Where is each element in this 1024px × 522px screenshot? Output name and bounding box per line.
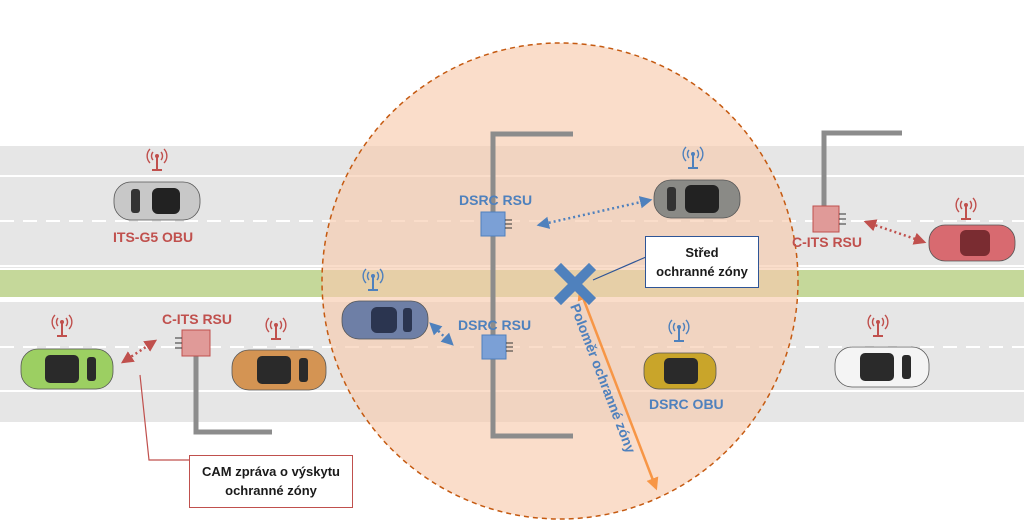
cam-message-callout-box: CAM zpráva o výskytu ochranné zóny [189, 455, 353, 508]
c-its-rsu-left-label: C-ITS RSU [162, 311, 232, 327]
antenna-icon [955, 197, 977, 220]
dsrc-rsu-top-label: DSRC RSU [459, 192, 532, 208]
gantry-c-its-left [193, 354, 272, 435]
radius-arrow [577, 287, 659, 491]
c-its-link-right-arrow [863, 219, 927, 245]
car-silver [113, 181, 201, 221]
cam-message-callout-line-2: ochranné zóny [225, 483, 317, 498]
c-its-rsu-right-unit [812, 205, 846, 233]
cam-callout-line [139, 374, 189, 461]
zone-center-callout-line-1: Střed [685, 245, 719, 260]
c-its-link-left-arrow [120, 339, 158, 364]
antenna-icon [867, 314, 889, 337]
cam-message-callout-line-1: CAM zpráva o výskytu [202, 464, 340, 479]
car-dark-gray [653, 179, 741, 219]
car-green [20, 348, 114, 390]
car-red [928, 224, 1016, 262]
center-callout-line [592, 256, 647, 281]
antenna-icon [668, 319, 690, 342]
zone-center-callout-line-2: ochranné zóny [656, 264, 748, 279]
dsrc-link-top-arrow [536, 196, 653, 229]
dsrc-obu-label: DSRC OBU [649, 396, 724, 412]
antenna-icon [265, 317, 287, 340]
zone-center-cross-icon [553, 262, 597, 306]
c-its-rsu-left-unit [175, 329, 211, 357]
antenna-icon [51, 314, 73, 337]
protection-zone-circle [321, 42, 799, 520]
car-blue [341, 300, 429, 340]
car-white [834, 346, 930, 388]
dsrc-rsu-top-unit [480, 211, 512, 237]
gantry-dsrc [490, 131, 573, 439]
car-orange [231, 349, 327, 391]
antenna-icon [146, 148, 168, 171]
car-yellow [643, 352, 717, 390]
dsrc-rsu-bottom-label: DSRC RSU [458, 317, 531, 333]
dsrc-rsu-bottom-unit [481, 334, 513, 360]
zone-center-callout-box: Střed ochranné zóny [645, 236, 759, 288]
antenna-icon [682, 146, 704, 169]
c-its-rsu-right-label: C-ITS RSU [792, 234, 862, 250]
gantry-c-its-right [821, 130, 902, 208]
its-g5-obu-label: ITS-G5 OBU [113, 229, 193, 245]
antenna-icon [362, 268, 384, 291]
